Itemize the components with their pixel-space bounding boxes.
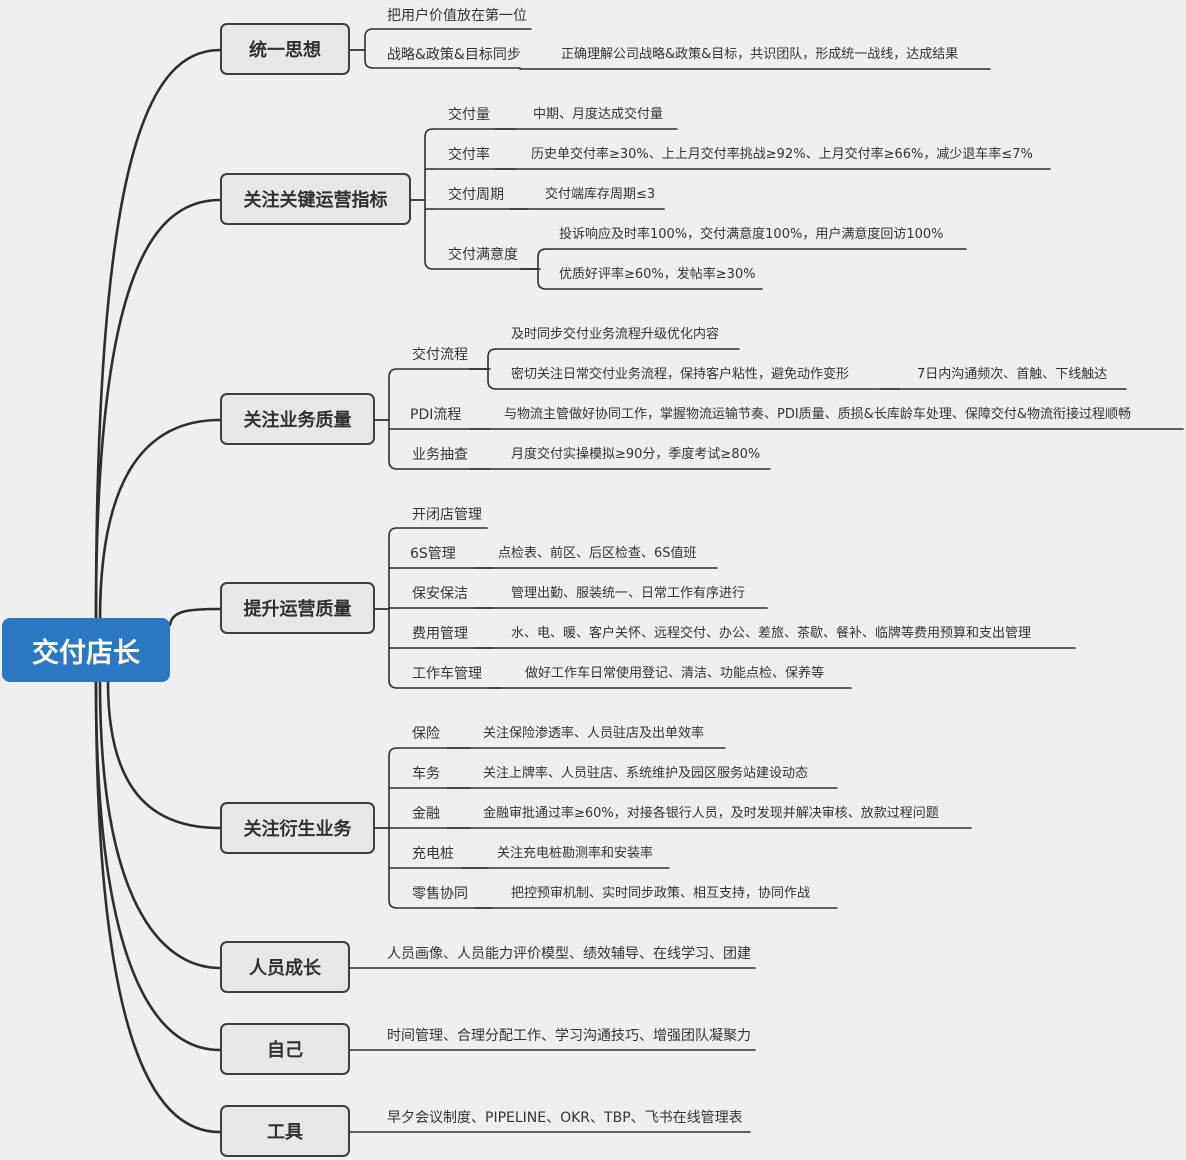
topic-open-close[interactable]: 开闭店管理	[412, 507, 482, 523]
link-derivative-bracket	[388, 747, 398, 909]
detail-work-car[interactable]: 做好工作车日常使用登记、清洁、功能点检、保养等	[525, 666, 825, 681]
detail-vehicle-affairs[interactable]: 关注上牌率、人员驻店、系统维护及园区服务站建设动态	[483, 766, 809, 781]
branch-node-operation-quality[interactable]: 提升运营质量	[220, 582, 375, 634]
detail-6s[interactable]: 点检表、前区、后区检查、6S值班	[498, 546, 697, 561]
detail-delivery-rate[interactable]: 历史单交付率≥30%、上上月交付率挑战≥92%、上月交付率≥66%，减少退车率≤…	[531, 147, 1033, 162]
topic-insurance[interactable]: 保险	[412, 726, 440, 742]
topic-finance[interactable]: 金融	[412, 806, 440, 822]
topic-staff-growth[interactable]: 人员画像、人员能力评价模型、绩效辅导、在线学习、团建	[387, 946, 751, 962]
link-satisfaction-bracket	[537, 248, 547, 290]
detail-delivery-cycle[interactable]: 交付端库存周期≤3	[545, 187, 656, 202]
topic-delivery-volume[interactable]: 交付量	[448, 107, 490, 123]
link-root-self	[94, 680, 222, 1052]
link-process-bracket	[487, 348, 497, 390]
link-root-metrics	[94, 198, 222, 620]
detail-strategy-sync[interactable]: 正确理解公司战略&政策&目标，共识团队，形成统一战线，达成结果	[561, 47, 959, 62]
branch-node-staff-growth[interactable]: 人员成长	[220, 941, 350, 993]
topic-security-cleaning[interactable]: 保安保洁	[412, 586, 468, 602]
link-root-business	[98, 418, 222, 622]
link-unify-bracket	[364, 28, 374, 69]
topic-retail-synergy[interactable]: 零售协同	[412, 886, 468, 902]
topic-strategy-sync[interactable]: 战略&政策&目标同步	[387, 47, 521, 63]
topic-pdi-process[interactable]: PDI流程	[410, 407, 462, 423]
topic-6s[interactable]: 6S管理	[410, 546, 456, 562]
detail-process-1[interactable]: 及时同步交付业务流程升级优化内容	[511, 327, 720, 342]
link-root-growth	[98, 680, 222, 970]
detail-spot-check[interactable]: 月度交付实操模拟≥90分，季度考试≥80%	[511, 447, 761, 462]
topic-delivery-satisfaction[interactable]: 交付满意度	[448, 247, 518, 263]
link-operation-bracket	[388, 527, 398, 689]
topic-vehicle-affairs[interactable]: 车务	[412, 766, 440, 782]
detail-insurance[interactable]: 关注保险渗透率、人员驻店及出单效率	[483, 726, 705, 741]
topic-delivery-process[interactable]: 交付流程	[412, 347, 468, 363]
branch-node-unify-thinking[interactable]: 统一思想	[220, 23, 350, 75]
detail-satisfaction-2[interactable]: 优质好评率≥60%，发帖率≥30%	[559, 267, 756, 282]
detail-satisfaction-1[interactable]: 投诉响应及时率100%，交付满意度100%，用户满意度回访100%	[559, 227, 944, 242]
detail-charging-pile[interactable]: 关注充电桩勘测率和安装率	[497, 846, 654, 861]
topic-spot-check[interactable]: 业务抽查	[412, 447, 468, 463]
detail-security-cleaning[interactable]: 管理出勤、服装统一、日常工作有序进行	[511, 586, 746, 601]
detail-process-2[interactable]: 密切关注日常交付业务流程，保持客户粘性，避免动作变形	[511, 367, 850, 382]
topic-charging-pile[interactable]: 充电桩	[412, 846, 454, 862]
topic-delivery-cycle[interactable]: 交付周期	[448, 187, 504, 203]
link-root-derivative	[106, 680, 222, 830]
link-business-bracket	[388, 368, 398, 470]
detail-retail-synergy[interactable]: 把控预审机制、实时同步政策、相互支持，协同作战	[511, 886, 811, 901]
branch-node-business-quality[interactable]: 关注业务质量	[220, 393, 375, 445]
topic-self[interactable]: 时间管理、合理分配工作、学习沟通技巧、增强团队凝聚力	[387, 1028, 751, 1044]
detail-process-extra[interactable]: 7日内沟通频次、首触、下线触达	[917, 367, 1108, 382]
branch-node-tools[interactable]: 工具	[220, 1105, 350, 1157]
detail-pdi-process[interactable]: 与物流主管做好协同工作，掌握物流运输节奏、PDI质量、质损&长库龄车处理、保障交…	[504, 407, 1131, 422]
branch-node-derivative-business[interactable]: 关注衍生业务	[220, 802, 375, 854]
root-node[interactable]: 交付店长	[2, 618, 170, 682]
detail-delivery-volume[interactable]: 中期、月度达成交付量	[533, 107, 664, 122]
topic-work-car[interactable]: 工作车管理	[412, 666, 482, 682]
topic-delivery-rate[interactable]: 交付率	[448, 147, 490, 163]
link-root-operation	[168, 607, 222, 627]
link-root-unify	[94, 48, 222, 620]
branch-node-key-metrics[interactable]: 关注关键运营指标	[220, 173, 411, 225]
link-metrics-bracket	[424, 128, 434, 270]
detail-expense[interactable]: 水、电、暖、客户关怀、远程交付、办公、差旅、茶歇、餐补、临牌等费用预算和支出管理	[511, 626, 1032, 641]
branch-node-self[interactable]: 自己	[220, 1023, 350, 1075]
topic-tools[interactable]: 早夕会议制度、PIPELINE、OKR、TBP、飞书在线管理表	[387, 1110, 743, 1126]
detail-finance[interactable]: 金融审批通过率≥60%，对接各银行人员，及时发现并解决审核、放款过程问题	[483, 806, 939, 821]
link-root-tools	[94, 680, 222, 1134]
topic-user-value[interactable]: 把用户价值放在第一位	[387, 8, 527, 24]
topic-expense[interactable]: 费用管理	[412, 626, 468, 642]
